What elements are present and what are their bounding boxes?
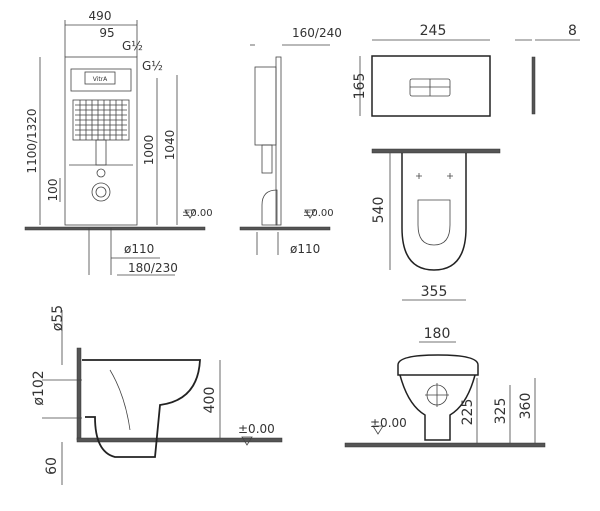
level-label: ±0.00 bbox=[370, 416, 407, 430]
drain-outlet bbox=[91, 182, 111, 202]
dim-1000: 1000 bbox=[142, 135, 156, 166]
trap-line bbox=[109, 369, 131, 431]
crosshair-lines bbox=[425, 383, 449, 407]
dim-400: 400 bbox=[202, 387, 218, 414]
dim-plate-height: 165 bbox=[352, 73, 368, 100]
dim-plate-thickness: 8 bbox=[568, 23, 577, 39]
grid-lines bbox=[75, 100, 127, 140]
label-g1: G½ bbox=[122, 39, 143, 53]
dim-pipe: ø110 bbox=[290, 242, 320, 256]
plate-outline bbox=[371, 55, 491, 117]
dim-plate-width: 245 bbox=[420, 23, 447, 39]
dim-325: 325 bbox=[493, 398, 509, 425]
wall-line bbox=[371, 148, 501, 154]
label-g2: G½ bbox=[142, 59, 163, 73]
level-triangle-icon bbox=[241, 436, 253, 446]
bowl-front-view: 180 ±0.00 225 325 360 bbox=[344, 326, 546, 448]
frame-outline bbox=[64, 56, 138, 226]
dim-bowl-width: 355 bbox=[421, 284, 448, 300]
dim-225: 225 bbox=[460, 399, 476, 426]
dim-offset: 95 bbox=[99, 26, 114, 40]
frame-front-view: 490 95 G½ G½ VitrA 1100/1320 1000 1040 1… bbox=[24, 9, 213, 276]
bowl-outline bbox=[401, 153, 467, 271]
inlet bbox=[96, 168, 106, 178]
wall-line bbox=[76, 347, 82, 441]
brand-plate bbox=[84, 71, 116, 85]
cistern-side bbox=[254, 66, 277, 146]
dim-width: 490 bbox=[89, 9, 112, 23]
level-label: ±0.00 bbox=[182, 208, 213, 219]
floor-line bbox=[76, 437, 283, 443]
flush-pipe bbox=[261, 144, 273, 174]
dim-height: 1100/1320 bbox=[25, 108, 39, 173]
dim-depth: 160/240 bbox=[292, 26, 342, 40]
dim-spacing: 180/230 bbox=[128, 261, 178, 275]
cistern-top bbox=[70, 68, 132, 92]
fixing-point-icon bbox=[416, 173, 453, 179]
dim-360: 360 bbox=[518, 393, 534, 420]
frame-side-view: 160/240 ±0.00 ø110 bbox=[239, 26, 342, 256]
floor-line bbox=[239, 226, 331, 231]
bowl-outline bbox=[82, 359, 201, 458]
level-triangle-icon bbox=[304, 209, 316, 219]
dim-pipe: ø110 bbox=[124, 242, 154, 256]
dim-d55: ø55 bbox=[50, 305, 66, 331]
bowl-top-view: 540 355 bbox=[371, 148, 501, 301]
dim-180: 180 bbox=[424, 326, 451, 342]
bowl-rim bbox=[397, 354, 479, 376]
level-triangle-icon bbox=[184, 209, 196, 219]
dim-bowl-length: 540 bbox=[371, 197, 387, 224]
flush-plate-view: 245 165 8 bbox=[352, 23, 580, 117]
dim-1040: 1040 bbox=[163, 130, 177, 161]
drain-bend bbox=[261, 189, 278, 226]
bowl-side-view: ø55 ø102 400 ±0.00 60 bbox=[31, 305, 283, 485]
dim-60: 60 bbox=[44, 457, 60, 475]
floor-line bbox=[24, 226, 206, 231]
level-triangle-icon bbox=[372, 425, 384, 435]
floor-line bbox=[344, 442, 546, 448]
bowl-opening bbox=[417, 199, 451, 246]
level-label: ±0.00 bbox=[303, 208, 334, 219]
plate-side bbox=[531, 56, 536, 115]
dim-100: 100 bbox=[46, 179, 60, 202]
brand-logo: VitrA bbox=[93, 76, 108, 83]
level-label: ±0.00 bbox=[238, 422, 275, 436]
drain-inner bbox=[95, 186, 107, 198]
bowl-body bbox=[399, 374, 476, 441]
dim-d102: ø102 bbox=[31, 370, 47, 405]
flush-pipe bbox=[95, 139, 107, 166]
